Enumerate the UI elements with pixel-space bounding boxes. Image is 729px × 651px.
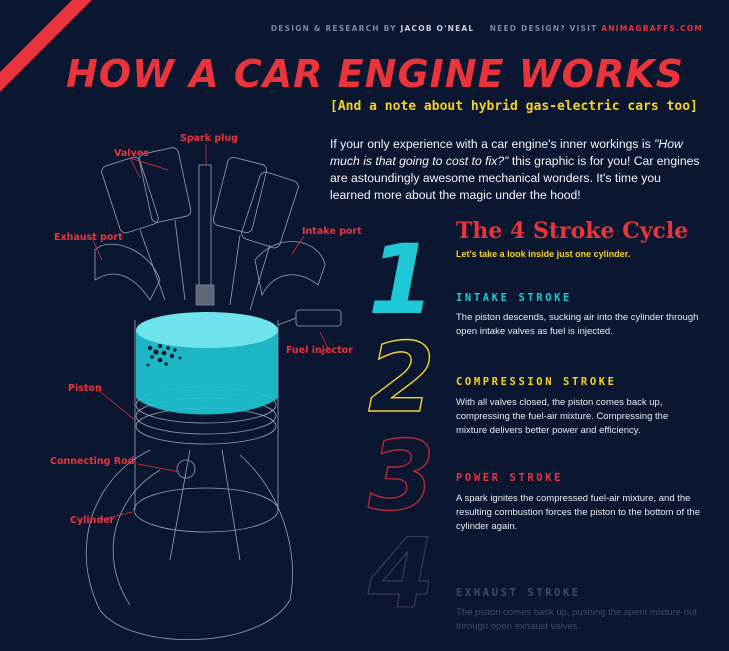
- stroke-number-2: 2: [367, 322, 435, 434]
- exhaust-stroke-title: EXHAUST STROKE: [456, 587, 581, 599]
- label-exhaust-port: Exhaust port: [54, 232, 123, 243]
- stroke-number-4: 4: [367, 518, 435, 630]
- label-fuel-injector: Fuel injector: [286, 345, 353, 356]
- engine-diagram: [85, 144, 342, 640]
- credit-cta: NEED DESIGN? VISIT: [489, 24, 598, 33]
- cycle-subtitle: Let's take a look inside just one cylind…: [456, 249, 631, 259]
- compression-stroke-description: With all valves closed, the piston comes…: [456, 397, 669, 436]
- chamber-top: [136, 312, 278, 348]
- fuel-injector-body: [295, 309, 342, 327]
- combustion-chamber: [136, 330, 278, 415]
- fuel-droplets: [146, 344, 182, 367]
- intro-line2: this graphic is for you! Car engines are…: [330, 154, 700, 202]
- label-leaders: [91, 144, 329, 521]
- label-cylinder: Cylinder: [70, 515, 115, 526]
- crankcase-inner: [112, 469, 161, 606]
- label-spark-plug: Spark plug: [180, 133, 238, 144]
- cylinder-bottom: [133, 487, 279, 533]
- page-title: HOW A CAR ENGINE WORKS: [66, 52, 685, 96]
- credit-author: JACOB O'NEAL: [400, 24, 475, 33]
- stroke-number-3: 3: [367, 420, 435, 532]
- power-stroke-description: A spark ignites the compressed fuel-air …: [456, 493, 700, 532]
- spark-plug-thread: [195, 284, 215, 306]
- fuel-injector-nozzle: [277, 317, 297, 326]
- right-valve-2: [241, 171, 299, 249]
- exhaust-port-pipe: [94, 243, 161, 301]
- right-valve-1: [213, 157, 267, 233]
- credit-site-link[interactable]: ANIMAGRAFFS.COM: [601, 24, 703, 33]
- intro-text: If your only experience with a car engin…: [330, 136, 700, 204]
- left-valve-2: [138, 147, 192, 223]
- credit-prefix: DESIGN & RESEARCH BY: [270, 24, 397, 33]
- intro-line1: If your only experience with a car engin…: [330, 137, 651, 151]
- intro-quote: "How much is that going to cost to fix?": [330, 137, 683, 168]
- left-valve-stems: [139, 219, 186, 301]
- intake-stroke-title: INTAKE STROKE: [456, 292, 572, 304]
- exhaust-stroke-description: The piston comes back up, pushing the sp…: [456, 607, 697, 632]
- intake-port-pipe: [254, 241, 326, 297]
- stroke-number-1: 1: [368, 224, 435, 336]
- left-valve-1: [101, 156, 159, 234]
- label-connecting-rod: Connecting Rod: [50, 456, 135, 467]
- crankcase-outline: [85, 449, 293, 640]
- intake-stroke-description: The piston descends, sucking air into th…: [456, 312, 699, 337]
- connecting-rod: [169, 449, 241, 561]
- label-piston: Piston: [68, 383, 102, 394]
- power-stroke-title: POWER STROKE: [456, 472, 564, 484]
- label-intake-port: Intake port: [302, 226, 362, 237]
- page-subtitle: [And a note about hybrid gas-electric ca…: [330, 99, 698, 114]
- spark-plug-body: [198, 164, 212, 286]
- header-credits: DESIGN & RESEARCH BY JACOB O'NEAL NEED D…: [271, 24, 703, 33]
- cycle-title: The 4 Stroke Cycle: [456, 218, 689, 244]
- compression-stroke-title: COMPRESSION STROKE: [456, 376, 617, 388]
- label-valves: Valves: [114, 148, 149, 159]
- wrist-pin: [176, 459, 196, 479]
- right-valve-stems: [229, 234, 271, 311]
